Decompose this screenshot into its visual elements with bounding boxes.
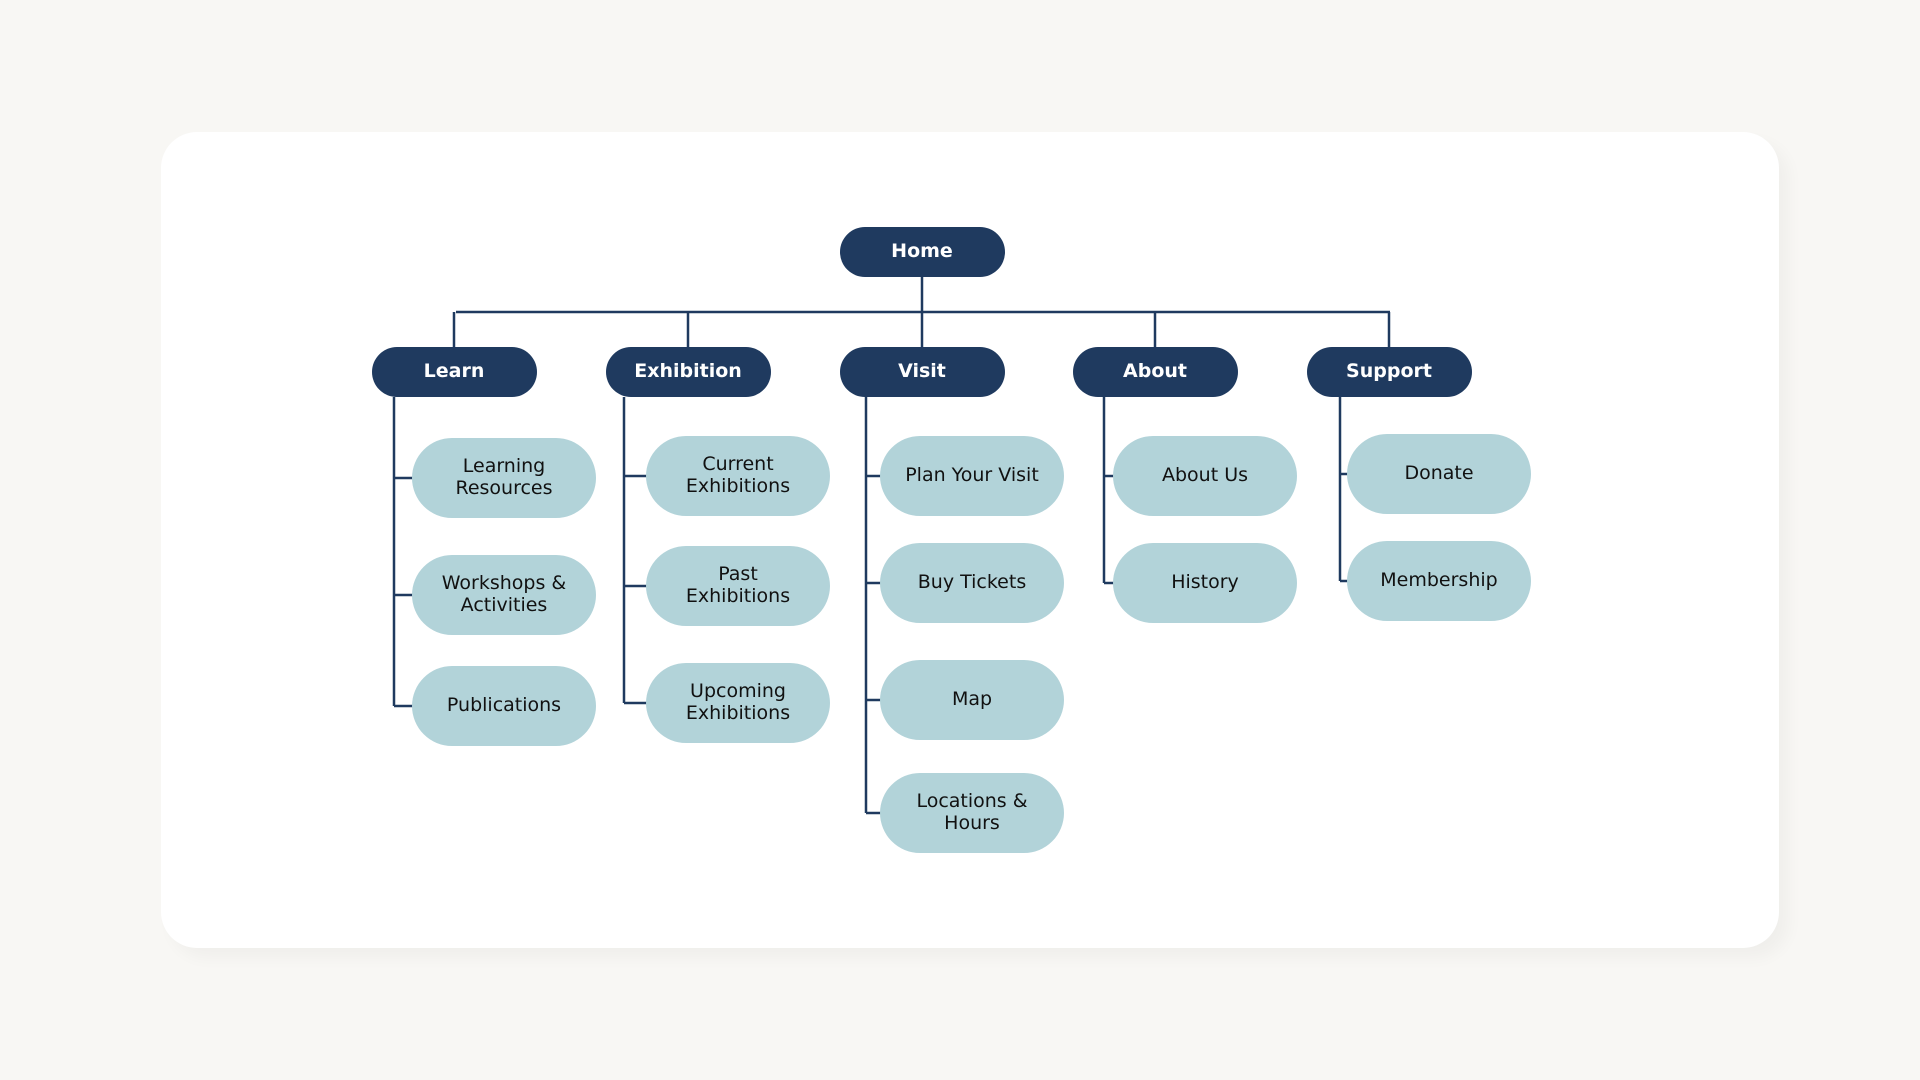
- node-current-exhibitions: Current Exhibitions: [646, 436, 830, 516]
- node-locations-hours: Locations & Hours: [880, 773, 1064, 853]
- node-membership: Membership: [1347, 541, 1531, 621]
- node-exhibition: Exhibition: [605, 347, 771, 397]
- node-publications: Publications: [412, 666, 596, 746]
- node-learning-resources: Learning Resources: [412, 438, 596, 518]
- node-visit: Visit: [839, 347, 1005, 397]
- node-about-us: About Us: [1113, 436, 1297, 516]
- node-about: About: [1072, 347, 1238, 397]
- node-history: History: [1113, 543, 1297, 623]
- node-support: Support: [1306, 347, 1472, 397]
- node-donate: Donate: [1347, 434, 1531, 514]
- node-upcoming-exhibitions: Upcoming Exhibitions: [646, 663, 830, 743]
- node-plan-your-visit: Plan Your Visit: [880, 436, 1064, 516]
- node-learn: Learn: [371, 347, 537, 397]
- node-workshops-activities: Workshops & Activities: [412, 555, 596, 635]
- node-map: Map: [880, 660, 1064, 740]
- node-buy-tickets: Buy Tickets: [880, 543, 1064, 623]
- node-past-exhibitions: Past Exhibitions: [646, 546, 830, 626]
- node-home: Home: [839, 227, 1005, 277]
